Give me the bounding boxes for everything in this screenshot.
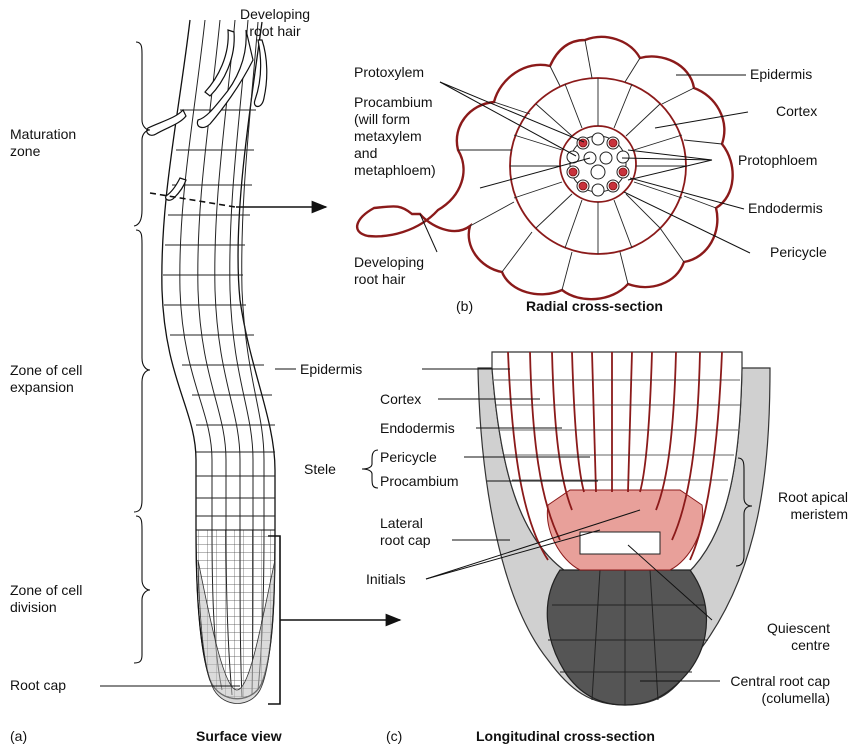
label-epidermis-c: Epidermis	[300, 361, 420, 378]
label-zone-cell-expansion: Zone of cell expansion	[10, 362, 140, 396]
label-pericycle-b: Pericycle	[770, 244, 850, 261]
panel-c-title: Longitudinal cross-section	[476, 728, 655, 744]
meristem-shape	[547, 490, 702, 570]
label-lateral-root-cap: Lateral root cap	[380, 515, 460, 549]
label-protoxylem: Protoxylem	[354, 64, 464, 81]
label-initials: Initials	[366, 571, 436, 588]
label-procambium-b: Procambium (will form metaxylem and meta…	[354, 94, 494, 179]
quiescent-centre-shape	[580, 532, 660, 554]
label-epidermis-b: Epidermis	[750, 66, 850, 83]
label-root-apical-meristem: Root apical meristem	[752, 489, 848, 523]
panel-b-title: Radial cross-section	[526, 298, 663, 314]
label-central-root-cap: Central root cap (columella)	[706, 673, 830, 707]
label-endodermis-c: Endodermis	[380, 420, 480, 437]
label-developing-root-hair-a: Developing root hair	[220, 6, 330, 40]
label-endodermis-b: Endodermis	[748, 200, 848, 217]
panel-c-letter: (c)	[386, 728, 402, 744]
label-cortex-c: Cortex	[380, 391, 440, 408]
label-cortex-b: Cortex	[776, 103, 846, 120]
label-developing-root-hair-b: Developing root hair	[354, 254, 464, 288]
label-zone-cell-division: Zone of cell division	[10, 582, 140, 616]
label-quiescent-centre: Quiescent centre	[742, 620, 830, 654]
label-root-cap: Root cap	[10, 677, 100, 694]
label-maturation-zone: Maturation zone	[10, 126, 130, 160]
stele-brace	[362, 450, 378, 488]
label-stele: Stele	[304, 461, 364, 478]
panel-b-letter: (b)	[456, 298, 473, 314]
panel-a-title: Surface view	[196, 728, 282, 744]
label-procambium-c: Procambium	[380, 473, 490, 490]
label-protophloem: Protophloem	[738, 152, 848, 169]
label-pericycle-c: Pericycle	[380, 449, 470, 466]
panel-a-letter: (a)	[10, 728, 27, 744]
zone-braces	[134, 42, 150, 663]
